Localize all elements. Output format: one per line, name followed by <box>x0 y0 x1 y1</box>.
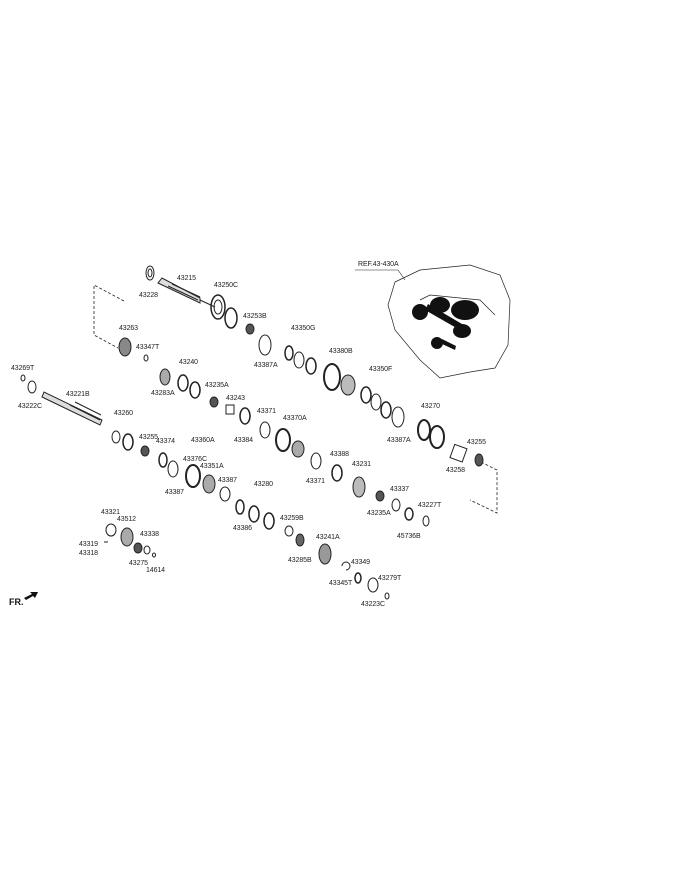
transaxle-case <box>387 264 511 379</box>
part-label[interactable]: 43263 <box>119 325 138 332</box>
part-label[interactable]: 43275 <box>129 560 148 567</box>
part-label[interactable]: 43345T <box>329 580 353 587</box>
part-label[interactable]: 43387 <box>165 489 184 496</box>
part-label[interactable]: 43222C <box>18 403 42 410</box>
part-label[interactable]: 43338 <box>140 531 159 538</box>
part-label[interactable]: 43512 <box>117 516 136 523</box>
part-label[interactable]: 43371 <box>257 408 276 415</box>
part-label[interactable]: 43374 <box>156 438 175 445</box>
part-label[interactable]: 43253B <box>243 313 267 320</box>
part-label[interactable]: 43387A <box>387 437 411 444</box>
part-label[interactable]: 43221B <box>66 391 90 398</box>
part-label[interactable]: 43283A <box>151 390 175 397</box>
part-label[interactable]: 43351A <box>200 463 224 470</box>
part-label[interactable]: 43270 <box>421 403 440 410</box>
part-label[interactable]: 43380B <box>329 348 353 355</box>
part-label[interactable]: 43235A <box>367 510 391 517</box>
part-label[interactable]: 43235A <box>205 382 229 389</box>
front-indicator: FR. <box>9 597 24 607</box>
part-label[interactable]: 43255 <box>139 434 158 441</box>
front-arrow-icon <box>24 592 38 600</box>
part-label[interactable]: 43223C <box>361 601 385 608</box>
part-label[interactable]: 43240 <box>179 359 198 366</box>
part-label[interactable]: 43259B <box>280 515 304 522</box>
part-label[interactable]: 43376C <box>183 456 207 463</box>
part-label[interactable]: 43321 <box>101 509 120 516</box>
part-label[interactable]: 43347T <box>136 344 160 351</box>
part-label[interactable]: 43280 <box>254 481 273 488</box>
part-label[interactable]: 43350G <box>291 325 316 332</box>
part-label[interactable]: 43371 <box>306 478 325 485</box>
part-label[interactable]: 43319 <box>79 541 98 548</box>
part-label[interactable]: 43255 <box>467 439 486 446</box>
part-label[interactable]: 43258 <box>446 467 465 474</box>
part-label[interactable]: 43384 <box>234 437 253 444</box>
part-label[interactable]: 43231 <box>352 461 371 468</box>
reference-label[interactable]: REF.43-430A <box>358 261 399 268</box>
part-label[interactable]: 43285B <box>288 557 312 564</box>
part-label[interactable]: 43318 <box>79 550 98 557</box>
part-label[interactable]: 43260 <box>114 410 133 417</box>
part-label[interactable]: 43370A <box>283 415 307 422</box>
part-label[interactable]: 43279T <box>378 575 402 582</box>
part-label[interactable]: 43269T <box>11 365 35 372</box>
part-label[interactable]: 43228 <box>139 292 158 299</box>
part-label[interactable]: 45736B <box>397 533 421 540</box>
guide-lines <box>93 284 498 514</box>
part-label[interactable]: 43241A <box>316 534 340 541</box>
part-label[interactable]: 43386 <box>233 525 252 532</box>
part-label[interactable]: 43215 <box>177 275 196 282</box>
part-label[interactable]: 43387A <box>254 362 278 369</box>
part-label[interactable]: 43360A <box>191 437 215 444</box>
shafts-silhouette <box>412 297 479 350</box>
rings-43350g <box>284 345 317 375</box>
part-label[interactable]: 43337 <box>390 486 409 493</box>
part-label[interactable]: 43243 <box>226 395 245 402</box>
input-shaft <box>145 265 272 356</box>
part-label[interactable]: 43250C <box>214 282 238 289</box>
main-shaft <box>20 374 390 600</box>
part-label[interactable]: 43349 <box>351 559 370 566</box>
part-label[interactable]: 43350F <box>369 366 393 373</box>
part-label[interactable]: 43388 <box>330 451 349 458</box>
part-label[interactable]: 14614 <box>146 567 165 574</box>
part-label[interactable]: 43227T <box>418 502 442 509</box>
part-label[interactable]: 43387 <box>218 477 237 484</box>
